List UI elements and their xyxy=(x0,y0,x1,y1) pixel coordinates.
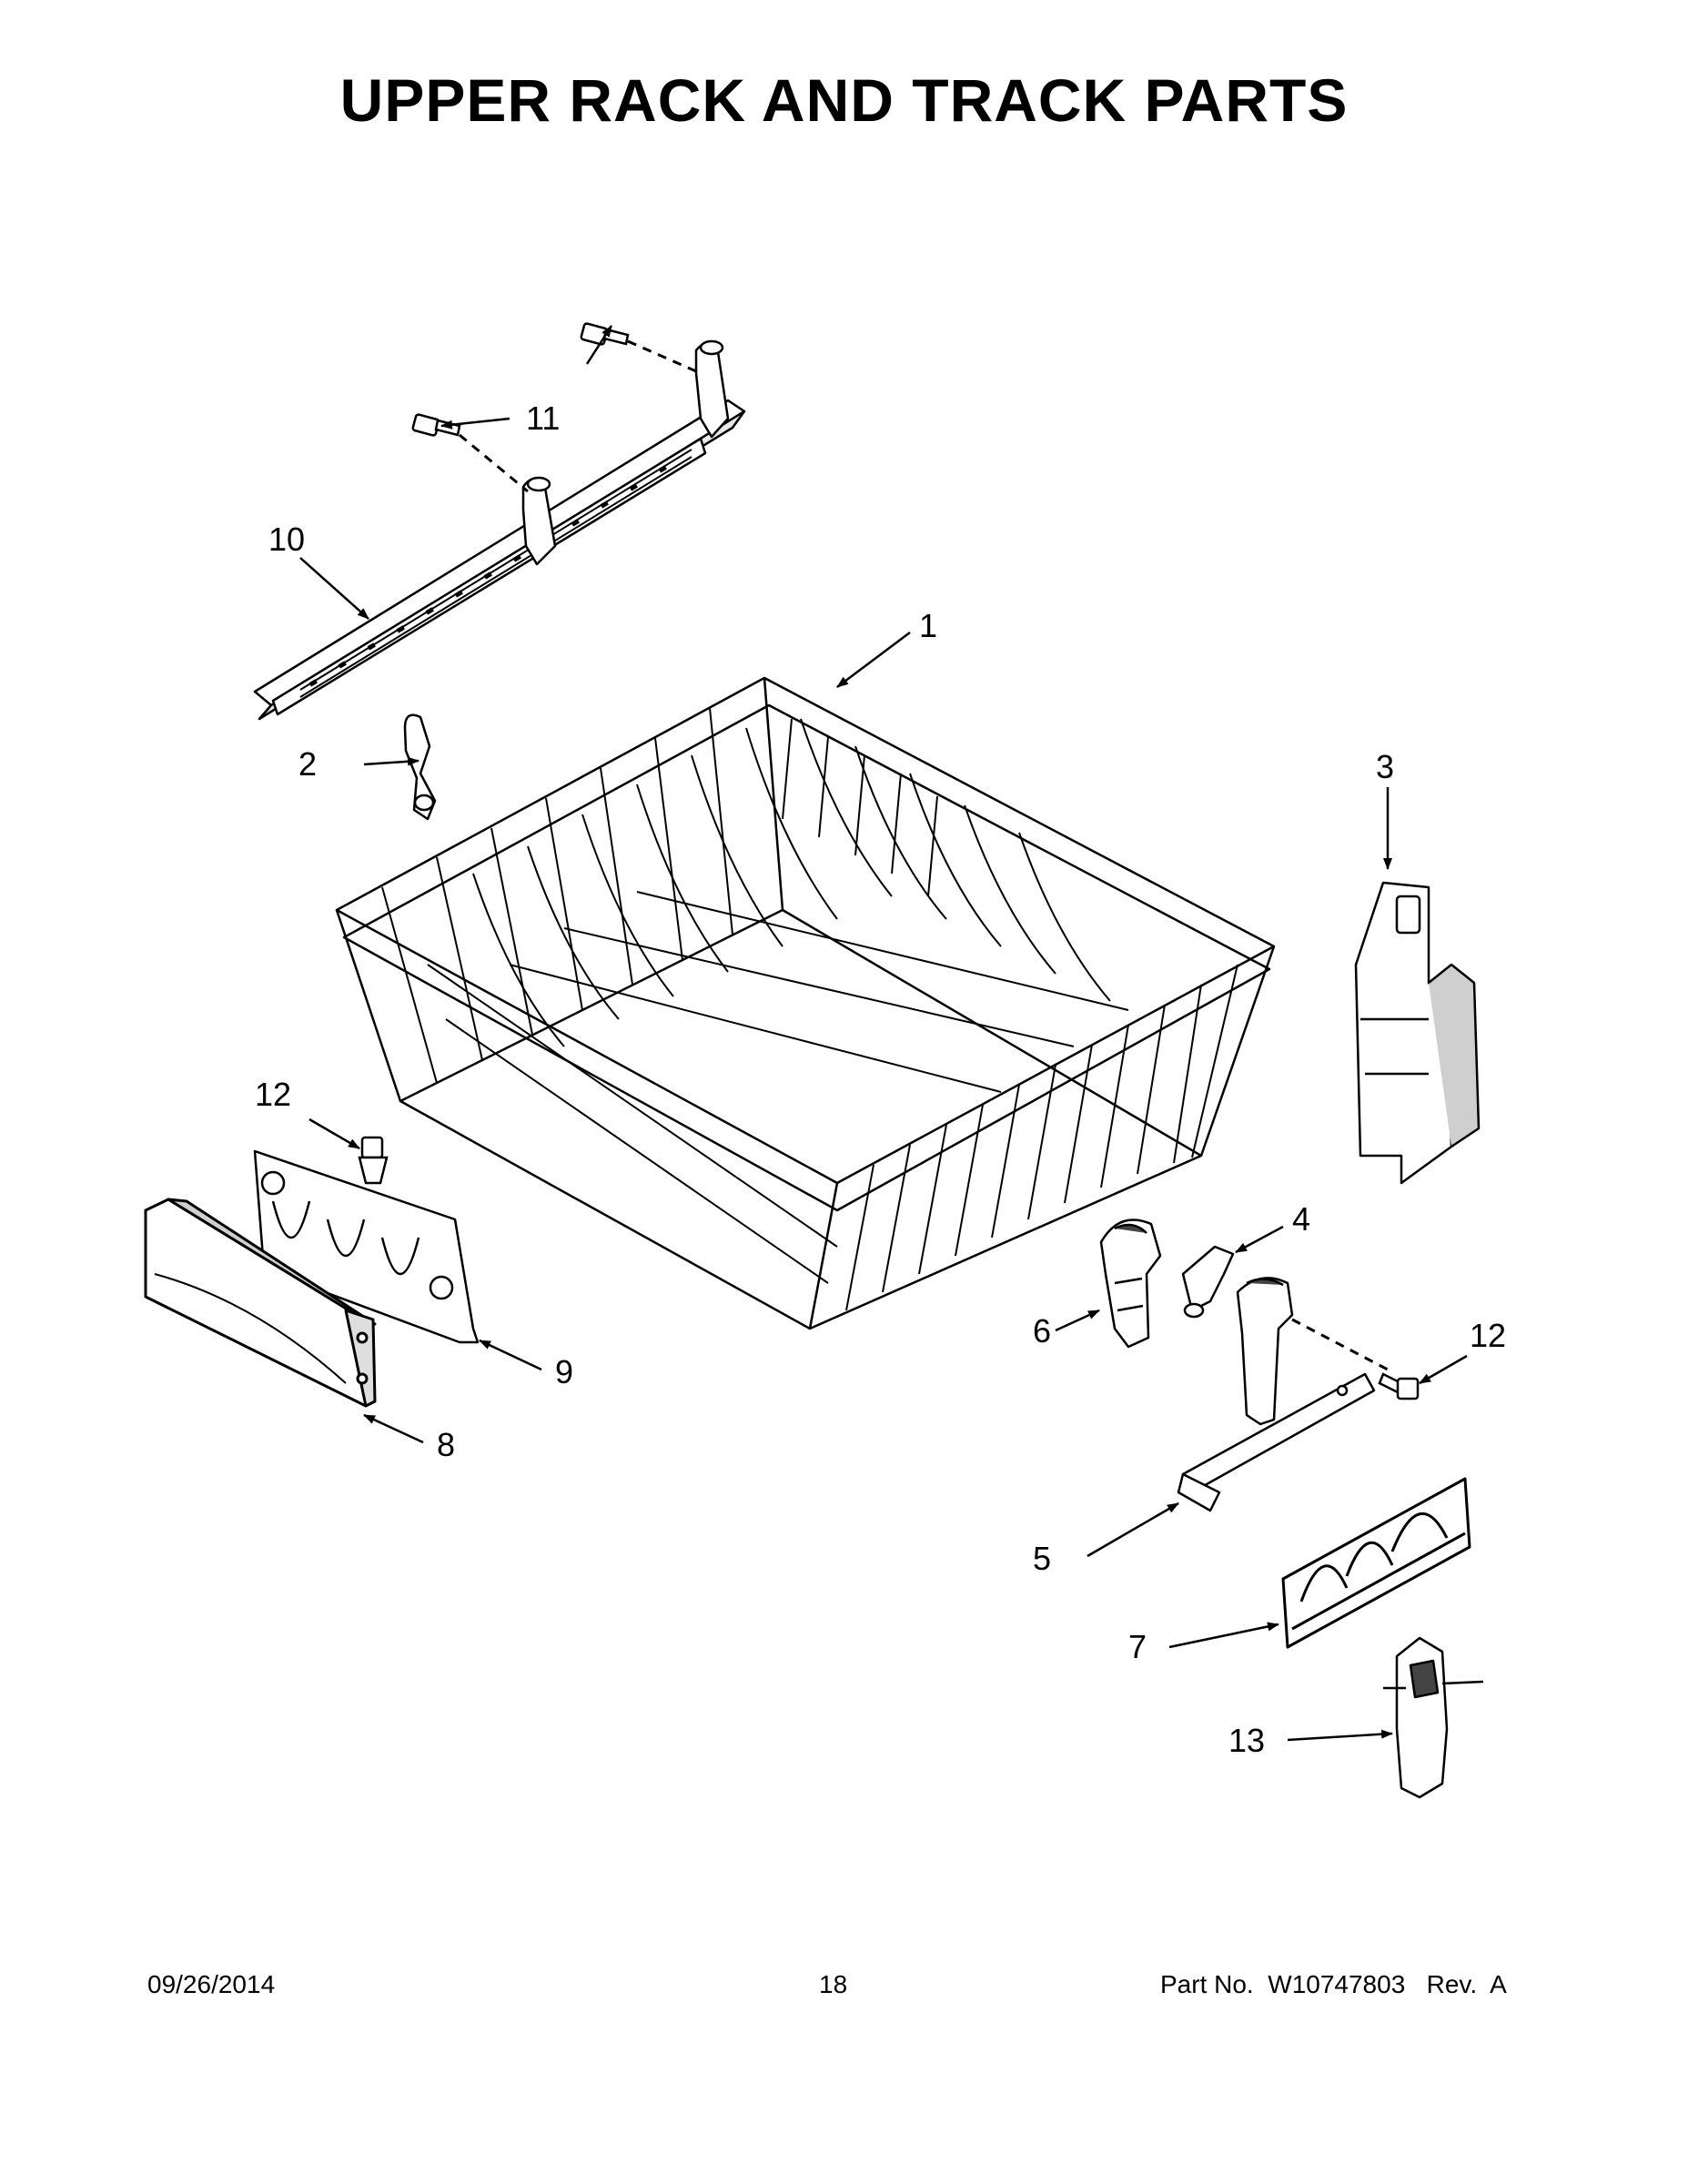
callout-7: 7 xyxy=(1128,1628,1147,1665)
part-rack-front-frame xyxy=(253,1149,480,1344)
part-adjuster-arm xyxy=(1177,1277,1376,1512)
callout-2: 2 xyxy=(298,745,317,783)
callout-5: 5 xyxy=(1033,1540,1051,1577)
callout-13: 13 xyxy=(1228,1722,1265,1759)
assembly-dashed-lines xyxy=(459,339,697,493)
footer-date: 09/26/2014 xyxy=(147,1970,276,1998)
footer-part-number: Part No. W10747803 Rev. A xyxy=(1160,1970,1507,1998)
leader-arrows xyxy=(299,325,1468,1742)
part-rack-stop xyxy=(1354,881,1481,1185)
footer-page-number: 18 xyxy=(819,1970,848,1998)
part-track-rail xyxy=(253,339,746,721)
part-bracket xyxy=(1383,1636,1484,1799)
callout-10: 10 xyxy=(268,521,305,558)
part-lever xyxy=(1181,1245,1235,1319)
part-screws-track xyxy=(411,322,630,437)
callout-11: 11 xyxy=(526,399,560,437)
part-clip xyxy=(403,713,437,821)
part-upper-rack xyxy=(335,676,1276,1330)
part-screw-left xyxy=(358,1136,389,1185)
callout-4: 4 xyxy=(1292,1200,1310,1238)
callout-9: 9 xyxy=(555,1353,573,1390)
assembly-dashed-line-arm xyxy=(1291,1318,1389,1371)
part-handle-cover xyxy=(144,1198,377,1408)
callout-1: 1 xyxy=(919,607,937,644)
callout-3: 3 xyxy=(1376,748,1394,785)
part-screw-right xyxy=(1378,1372,1420,1400)
part-adjuster-handle xyxy=(1099,1218,1162,1349)
callout-8: 8 xyxy=(437,1426,455,1463)
part-wire-clip xyxy=(1281,1477,1471,1649)
page-title: UPPER RACK AND TRACK PARTS xyxy=(339,66,1349,134)
callout-12-right: 12 xyxy=(1470,1317,1506,1354)
callout-labels: 1 2 3 4 5 6 7 8 9 10 11 12 12 13 xyxy=(255,399,1506,1759)
callout-6: 6 xyxy=(1033,1312,1051,1350)
callout-12-left: 12 xyxy=(255,1076,291,1113)
